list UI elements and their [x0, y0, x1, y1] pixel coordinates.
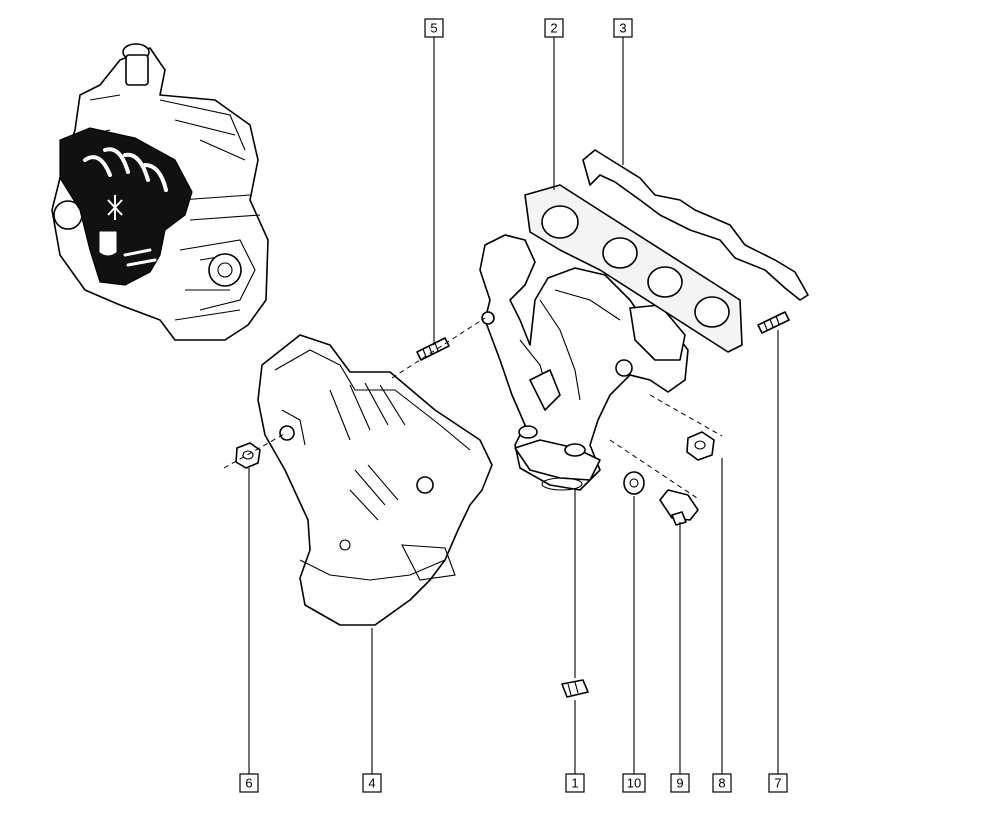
callout-label-3: 3 — [619, 21, 626, 36]
washer-part-10 — [623, 471, 645, 495]
callout-2: 2 — [544, 18, 564, 38]
assembly-dash-lines — [223, 317, 723, 501]
stud-part-5 — [416, 337, 450, 361]
engine-overview-illustration — [51, 43, 269, 341]
callout-9: 9 — [670, 773, 690, 793]
callout-7: 7 — [768, 773, 788, 793]
manifold-gasket-part — [524, 184, 743, 353]
callout-label-6: 6 — [245, 776, 252, 791]
nut-part-6 — [235, 442, 261, 469]
callout-10: 10 — [622, 773, 646, 793]
callout-label-2: 2 — [550, 21, 557, 36]
callout-label-8: 8 — [718, 776, 725, 791]
callout-1: 1 — [565, 773, 585, 793]
callout-5: 5 — [424, 18, 444, 38]
stud-part-7 — [757, 311, 790, 334]
leader-lines — [248, 37, 779, 774]
callout-label-10: 10 — [627, 776, 641, 791]
highlighted-heat-shield — [59, 127, 193, 286]
outer-gasket-part — [582, 149, 809, 301]
exhaust-manifold-part — [479, 234, 689, 491]
callout-label-4: 4 — [368, 776, 375, 791]
callout-label-5: 5 — [430, 21, 437, 36]
callout-4: 4 — [362, 773, 382, 793]
callout-3: 3 — [613, 18, 633, 38]
callout-label-7: 7 — [774, 776, 781, 791]
heat-shield-part — [257, 334, 493, 626]
clip-part-1 — [561, 679, 589, 698]
callout-6: 6 — [239, 773, 259, 793]
callout-label-9: 9 — [676, 776, 683, 791]
callout-8: 8 — [712, 773, 732, 793]
bolt-part-9 — [659, 489, 699, 526]
callout-label-1: 1 — [571, 776, 578, 791]
nut-part-8 — [686, 431, 715, 461]
